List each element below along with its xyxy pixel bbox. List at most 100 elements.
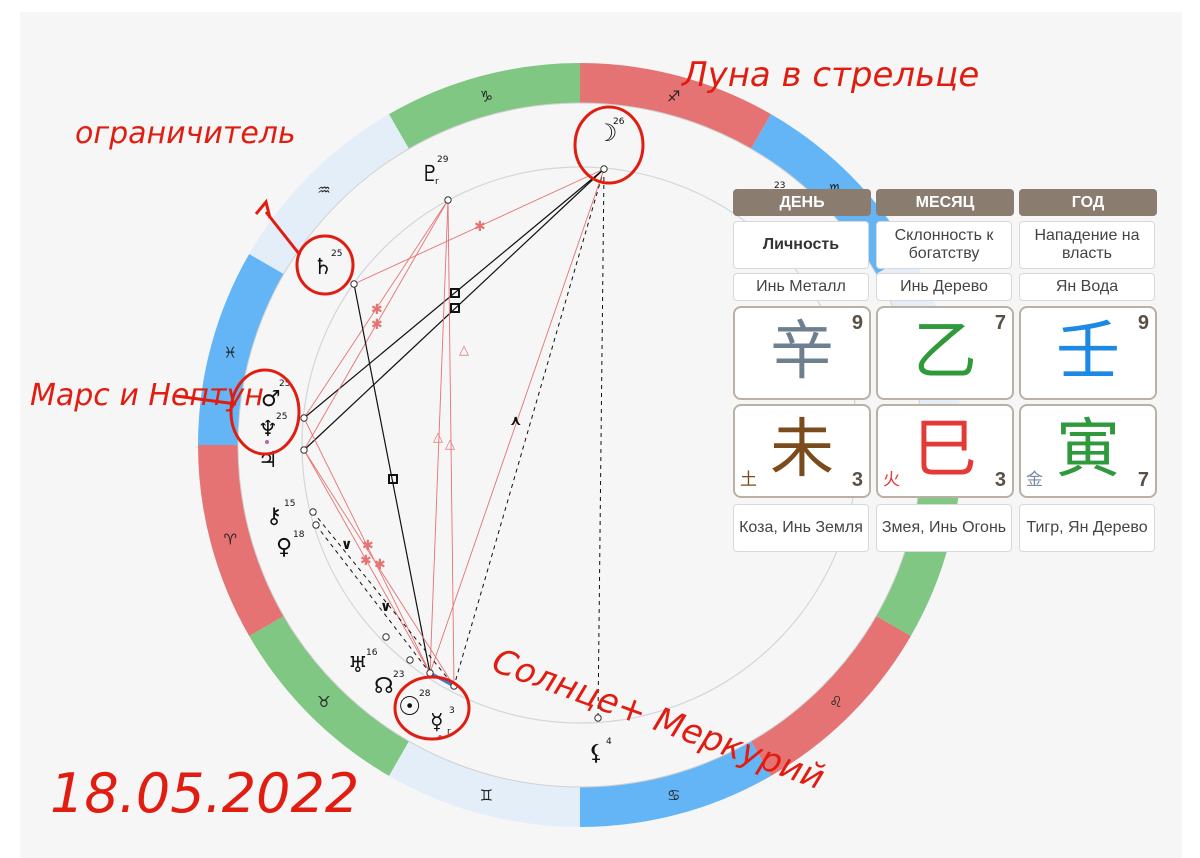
pluto-degree: 29 bbox=[437, 155, 449, 165]
month-branch-number: 3 bbox=[994, 469, 1006, 491]
aspect-line bbox=[303, 168, 605, 419]
zodiac-glyph: ♐ bbox=[667, 87, 680, 105]
month-branch-element: 火 bbox=[883, 470, 900, 490]
month-animal: Змея, Инь Огонь bbox=[876, 504, 1012, 552]
day-stem-name: Инь Металл bbox=[733, 273, 869, 301]
mercury-glyph: ☿ bbox=[430, 710, 444, 735]
mars-degree: 25 bbox=[279, 379, 290, 389]
sun-glyph: ☉ bbox=[398, 692, 421, 722]
saturn-circle bbox=[295, 234, 355, 296]
sun-mercury-circle bbox=[393, 675, 471, 741]
header-year: ГОД bbox=[1019, 189, 1157, 216]
year-branch-char: 寅 bbox=[1056, 413, 1120, 487]
zodiac-segment bbox=[389, 741, 580, 827]
uranus-degree: 16 bbox=[366, 648, 378, 658]
day-branch-number: 3 bbox=[851, 469, 863, 491]
zodiac-segment bbox=[580, 63, 771, 149]
month-stem-name: Инь Дерево bbox=[876, 273, 1012, 301]
aspect-line bbox=[303, 199, 449, 451]
saturn-degree: 25 bbox=[331, 249, 342, 259]
zodiac-glyph: ♋ bbox=[667, 787, 680, 805]
venus-glyph: ♀ bbox=[276, 535, 292, 560]
sextile-aspect-mark: ✱ bbox=[371, 317, 383, 333]
saturn-annotation: ограничитель bbox=[75, 116, 296, 151]
aspect-line bbox=[447, 199, 455, 687]
trine-aspect-mark: △ bbox=[445, 437, 455, 452]
month-branch-card: 巳 火 3 bbox=[876, 404, 1014, 498]
aspect-line bbox=[453, 168, 605, 687]
sextile-aspect-mark: ✱ bbox=[371, 302, 383, 318]
zodiac-glyph: ♑ bbox=[480, 87, 493, 105]
red-annotations bbox=[175, 105, 645, 741]
day-stem-card: 辛 9 bbox=[733, 306, 871, 400]
pluto-retro: r bbox=[435, 177, 439, 187]
mars-glyph: ♂ bbox=[261, 387, 281, 412]
planet-anchor bbox=[309, 508, 317, 516]
planet-anchor bbox=[406, 656, 414, 664]
sextile-aspect-mark: ✱ bbox=[474, 219, 486, 235]
zodiac-glyph: ♌ bbox=[829, 693, 842, 711]
zodiac-glyph: ♉ bbox=[317, 693, 330, 711]
zodiac-segment bbox=[751, 616, 911, 776]
year-stem-number: 9 bbox=[1137, 312, 1149, 334]
day-animal: Коза, Инь Земля bbox=[733, 504, 869, 552]
node-degree: 23 bbox=[393, 670, 404, 680]
month-stem-char: 乙 bbox=[913, 315, 977, 389]
lilith-degree: 4 bbox=[606, 737, 612, 747]
moon-glyph: ☽ bbox=[596, 119, 618, 147]
aspect-line bbox=[312, 511, 455, 687]
planet-anchor bbox=[300, 414, 308, 422]
trine-aspect-mark: △ bbox=[433, 430, 443, 445]
moon-annotation: Луна в стрельце bbox=[680, 55, 979, 95]
aspect-markers: △ △ △ ✱ ✱ ✱ ✱ ✱ ✱ ∨ ∨ ⋏ bbox=[341, 219, 521, 615]
zodiac-glyph: ♊ bbox=[480, 787, 493, 805]
year-animal: Тигр, Ян Дерево bbox=[1019, 504, 1155, 552]
saturn-arrow bbox=[264, 211, 302, 256]
square-aspect-mark bbox=[388, 474, 398, 484]
mercury-retro: r bbox=[447, 727, 451, 737]
month-role: Склонность к богатству bbox=[876, 221, 1012, 269]
planet-anchor bbox=[300, 446, 308, 454]
quincunx-aspect-mark: ∨ bbox=[380, 599, 391, 615]
mars-connector bbox=[175, 394, 237, 406]
quincunx-aspect-mark: ⋏ bbox=[510, 413, 521, 429]
mercury-degree: 3 bbox=[449, 706, 455, 716]
day-stem-char: 辛 bbox=[770, 315, 834, 389]
aspect-line bbox=[353, 168, 605, 285]
month-stem-number: 7 bbox=[994, 312, 1006, 334]
planet-anchor bbox=[594, 714, 602, 722]
moon-degree: 26 bbox=[613, 117, 625, 127]
saturn-glyph: ♄ bbox=[313, 255, 333, 280]
quincunx-aspect-mark: ∨ bbox=[341, 537, 352, 553]
mars-annotation: Марс и Нептун bbox=[30, 378, 264, 413]
zodiac-glyph: ♒ bbox=[317, 181, 330, 199]
aspect-line bbox=[303, 449, 431, 674]
saturn-arrow-head bbox=[254, 198, 272, 219]
zodiac-segment bbox=[249, 616, 409, 776]
scorpio-degree: 23 bbox=[774, 181, 785, 191]
sextile-aspect-mark: ✱ bbox=[362, 538, 374, 554]
square-aspect-mark bbox=[450, 288, 460, 298]
zodiac-segment bbox=[389, 63, 580, 149]
uranus-glyph: ♅ bbox=[348, 653, 368, 678]
square-aspect-mark bbox=[450, 303, 460, 313]
year-branch-card: 寅 金 7 bbox=[1019, 404, 1157, 498]
zodiac-segment bbox=[580, 741, 771, 827]
year-role: Нападение на власть bbox=[1019, 221, 1155, 269]
mars-neptune-circle bbox=[229, 368, 301, 456]
zodiac-glyph: ♓ bbox=[224, 343, 237, 361]
lilith-glyph: ⚸ bbox=[588, 741, 604, 766]
planet-anchor bbox=[350, 280, 358, 288]
sun-degree: 28 bbox=[419, 689, 431, 699]
year-branch-element: 金 bbox=[1026, 470, 1043, 490]
day-branch-card: 未 土 3 bbox=[733, 404, 871, 498]
year-stem-name: Ян Вода bbox=[1019, 273, 1155, 301]
year-stem-card: 壬 9 bbox=[1019, 306, 1157, 400]
day-branch-element: 土 bbox=[740, 470, 757, 490]
sextile-aspect-mark: ✱ bbox=[360, 553, 372, 569]
pluto-glyph: ♇ bbox=[420, 162, 440, 187]
chiron-degree: 15 bbox=[284, 499, 295, 509]
aspect-line bbox=[303, 168, 605, 451]
year-branch-number: 7 bbox=[1137, 469, 1149, 491]
planet-anchor bbox=[426, 669, 434, 677]
